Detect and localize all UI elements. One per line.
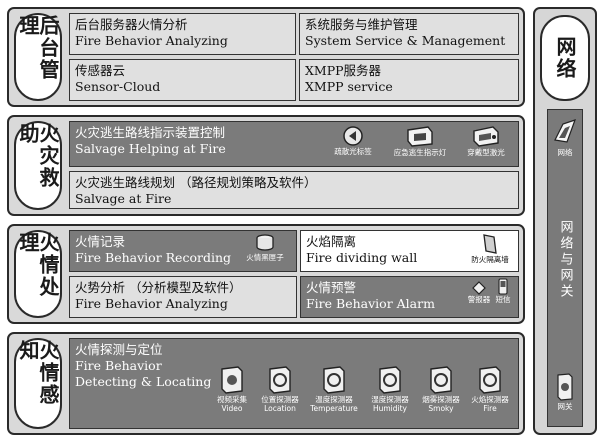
humidity-sensor-icon bbox=[379, 366, 401, 394]
network-bolt-icon bbox=[554, 119, 576, 143]
network-gateway-label: 网络与网关 bbox=[557, 220, 573, 300]
salvage-plan-box: 火灾逃生路线规划 （路径规划策略及软件） Salvage at Fire bbox=[69, 171, 519, 209]
emergency-light-icon bbox=[407, 126, 433, 147]
guide-arrow-icon bbox=[343, 126, 363, 146]
location-sensor-icon bbox=[269, 366, 291, 394]
phone-sms-icon bbox=[498, 278, 508, 295]
humidity-device: 湿度探测器 Humidity bbox=[364, 365, 416, 413]
fire-analysis-model-box: 火势分析 （分析模型及软件） Fire Behavior Analyzing bbox=[69, 276, 297, 318]
sms-device: 短信 bbox=[493, 278, 513, 304]
smoke-device: 烟雾探测器 Smoky bbox=[418, 365, 464, 413]
fire-sensor-device: 火焰探测器 Fire bbox=[466, 365, 514, 413]
fire-handling-group: 火情处理 火情记录 Fire Behavior Recording 火情黑匣子 … bbox=[7, 224, 525, 324]
network-title-oval: 网络 bbox=[540, 15, 590, 101]
backend-group-label-text: 后台管理 bbox=[16, 15, 60, 81]
network-device: 网络 bbox=[548, 118, 582, 157]
fire-analysis-server-box: 后台服务器火情分析 Fire Behavior Analyzing bbox=[69, 13, 296, 55]
gateway-device: 网关 bbox=[548, 372, 582, 411]
alarm-device: 警报器 bbox=[467, 281, 491, 304]
emergency-light-device: 应急逃生指示灯 bbox=[390, 124, 450, 157]
xmpp-service-box: XMPP服务器 XMPP service bbox=[299, 59, 519, 101]
fire-wall-icon bbox=[483, 234, 497, 254]
network-panel: 网络 网络 网络与网关 网关 bbox=[533, 7, 597, 435]
sensor-cloud-box: 传感器云 Sensor-Cloud bbox=[69, 59, 296, 101]
video-device: 视频采集 Video bbox=[210, 365, 254, 413]
backend-management-group: 后台管理 后台服务器火情分析 Fire Behavior Analyzing 系… bbox=[7, 7, 525, 107]
network-title-text: 网络 bbox=[553, 36, 577, 80]
sensing-group-label: 火情感知 bbox=[14, 338, 62, 429]
system-service-box: 系统服务与维护管理 System Service & Management bbox=[299, 13, 519, 55]
sensing-group-label-text: 火情感知 bbox=[16, 340, 60, 406]
fire-sensing-group: 火情感知 火情探测与定位 Fire Behavior Detecting & L… bbox=[7, 332, 525, 435]
rescue-group-label: 火灾救助 bbox=[14, 121, 62, 210]
guide-label-device: 疏散光标签 bbox=[325, 125, 381, 156]
salvage-guide-box: 火灾逃生路线指示装置控制 Salvage Helping at Fire 疏散光… bbox=[69, 121, 519, 167]
wearable-light-icon bbox=[473, 126, 499, 147]
fire-sensor-icon bbox=[479, 366, 501, 394]
location-device: 位置探测器 Location bbox=[256, 365, 304, 413]
backend-group-label: 后台管理 bbox=[14, 13, 62, 101]
black-box-device: 火情黑匣子 bbox=[238, 233, 292, 262]
temperature-device: 温度探测器 Temperature bbox=[306, 365, 362, 413]
black-box-icon bbox=[256, 234, 274, 251]
fire-recording-box: 火情记录 Fire Behavior Recording 火情黑匣子 bbox=[69, 230, 297, 272]
fire-rescue-group: 火灾救助 火灾逃生路线指示装置控制 Salvage Helping at Fir… bbox=[7, 115, 525, 216]
fire-detecting-box: 火情探测与定位 Fire Behavior Detecting & Locati… bbox=[69, 338, 519, 429]
gateway-router-icon bbox=[557, 373, 573, 401]
fire-alarm-box: 火情预警 Fire Behavior Alarm 警报器 短信 bbox=[300, 276, 519, 318]
temperature-sensor-icon bbox=[323, 366, 345, 394]
fire-wall-device: 防火隔离墙 bbox=[463, 233, 517, 264]
wearable-light-device: 穿戴型激光 bbox=[458, 124, 514, 157]
fire-dividing-wall-box: 火焰隔离 Fire dividing wall 防火隔离墙 bbox=[300, 230, 519, 272]
smoke-sensor-icon bbox=[430, 366, 452, 394]
alarm-siren-icon bbox=[472, 281, 486, 295]
handling-group-label: 火情处理 bbox=[14, 230, 62, 318]
video-camera-icon bbox=[221, 366, 243, 394]
network-gateway-bar: 网络 网络与网关 网关 bbox=[547, 109, 583, 427]
handling-group-label-text: 火情处理 bbox=[16, 232, 60, 298]
rescue-group-label-text: 火灾救助 bbox=[16, 123, 60, 189]
